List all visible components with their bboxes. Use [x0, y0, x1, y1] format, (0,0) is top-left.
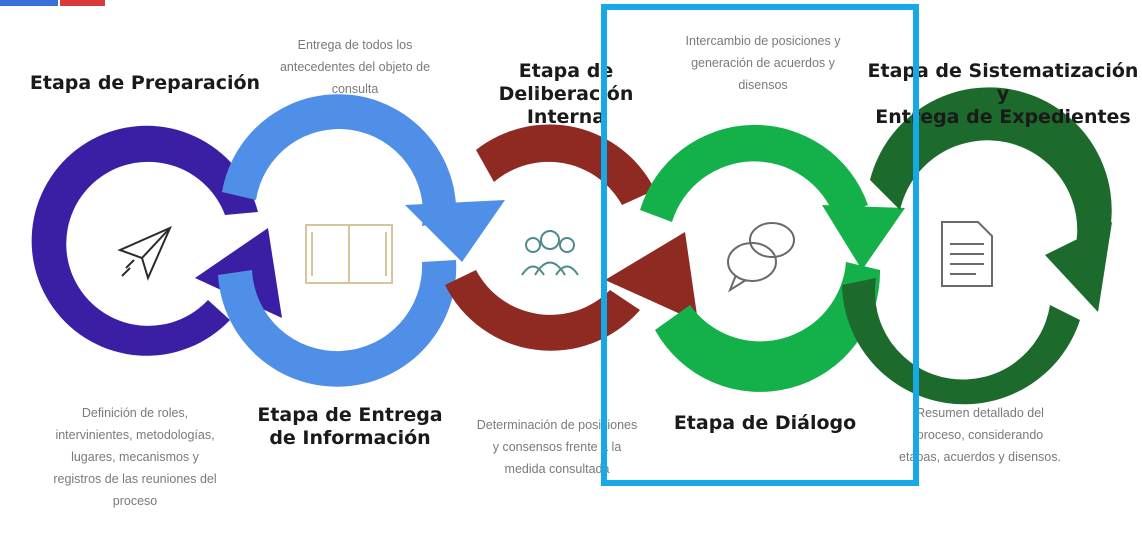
stage-4-description: Intercambio de posiciones y generación d… — [663, 30, 863, 96]
ring-1-arc — [31, 125, 258, 356]
stage-4-title: Etapa de Diálogo — [665, 412, 865, 435]
stage-1-title-line-1: Etapa de Preparación — [29, 72, 261, 94]
stage-1-desc-line-3: lugares, mecanismos y — [71, 450, 199, 464]
ring-entrega-informacion — [218, 94, 505, 387]
stage-2-desc-line-3: consulta — [331, 82, 379, 96]
stage-2-title-line-2: de Información — [269, 427, 431, 449]
stage-5-desc-line-3: etapas, acuerdos y disensos. — [899, 450, 1061, 464]
stage-5-title-line-1: Etapa de Sistematización y — [867, 60, 1139, 105]
stage-1-desc-line-4: registros de las reuniones del — [53, 472, 217, 486]
ring-4-arrowhead — [822, 205, 905, 270]
stage-5-desc-line-1: Resumen detallado del — [916, 406, 1044, 420]
ring-5-arrowhead — [1045, 222, 1112, 312]
stage-4-highlight-frame — [601, 4, 919, 486]
stage-2-title-line-1: Etapa de Entrega — [257, 404, 443, 426]
stage-2-desc-line-2: antecedentes del objeto de — [279, 60, 431, 74]
ring-4-arc — [640, 124, 868, 222]
stage-5-description: Resumen detallado del proceso, considera… — [880, 402, 1080, 468]
speech-bubbles-icon — [727, 222, 795, 293]
ring-4-lower-arc — [655, 262, 881, 392]
logo-bar-red — [60, 0, 105, 6]
ring-3-lower-arc — [445, 270, 640, 351]
stage-5-title: Etapa de Sistematización y Entrega de Ex… — [865, 60, 1141, 129]
stage-4-title-line-1: Etapa de Diálogo — [673, 412, 857, 434]
ring-5-arc — [870, 87, 1112, 250]
stage-4-desc-line-3: disensos — [738, 78, 788, 92]
stage-4-desc-line-1: Intercambio de posiciones y — [685, 34, 841, 48]
stage-1-title: Etapa de Preparación — [20, 72, 270, 95]
people-group-icon — [521, 230, 579, 276]
stage-3-desc-line-3: medida consultada — [504, 462, 610, 476]
stage-3-title-line-1: Etapa de Deliberación — [498, 60, 634, 105]
stage-2-description: Entrega de todos los antecedentes del ob… — [255, 34, 455, 100]
stage-4-desc-line-2: generación de acuerdos y — [691, 56, 835, 70]
stage-3-title-line-2: Interna — [526, 106, 606, 128]
paper-plane-icon — [117, 226, 172, 281]
ring-dialogo — [640, 124, 905, 392]
stage-5-title-line-2: Entrega de Expedientes — [875, 106, 1131, 128]
stage-5-desc-line-2: proceso, considerando — [916, 428, 1044, 442]
stage-1-desc-line-2: intervinientes, metodologías, — [55, 428, 215, 442]
stage-1-description: Definición de roles, intervinientes, met… — [20, 402, 250, 512]
stage-3-desc-line-1: Determinación de posiciones — [476, 418, 638, 432]
stage-2-desc-line-1: Entrega de todos los — [297, 38, 413, 52]
ring-deliberacion — [445, 124, 698, 351]
open-book-icon — [305, 224, 393, 284]
ring-3-arc — [476, 124, 655, 205]
ring-2-lower-arc — [218, 260, 457, 387]
ring-5-lower-arc — [842, 278, 1080, 405]
stage-3-description: Determinación de posiciones y consensos … — [457, 414, 657, 480]
stage-3-title: Etapa de Deliberación Interna — [450, 60, 682, 129]
logo-bar-blue — [0, 0, 58, 6]
ring-2-arc — [222, 94, 457, 226]
document-icon — [941, 221, 993, 287]
ring-3-arrowhead — [605, 232, 698, 322]
stage-1-desc-line-1: Definición de roles, — [81, 406, 189, 420]
stage-2-title: Etapa de Entrega de Información — [250, 404, 450, 450]
ring-sistematizacion — [842, 87, 1112, 405]
logo-strip — [0, 0, 105, 6]
ring-2-arrowhead — [405, 200, 505, 262]
stage-3-desc-line-2: y consensos frente a la — [492, 440, 622, 454]
stage-1-desc-line-5: proceso — [112, 494, 158, 508]
